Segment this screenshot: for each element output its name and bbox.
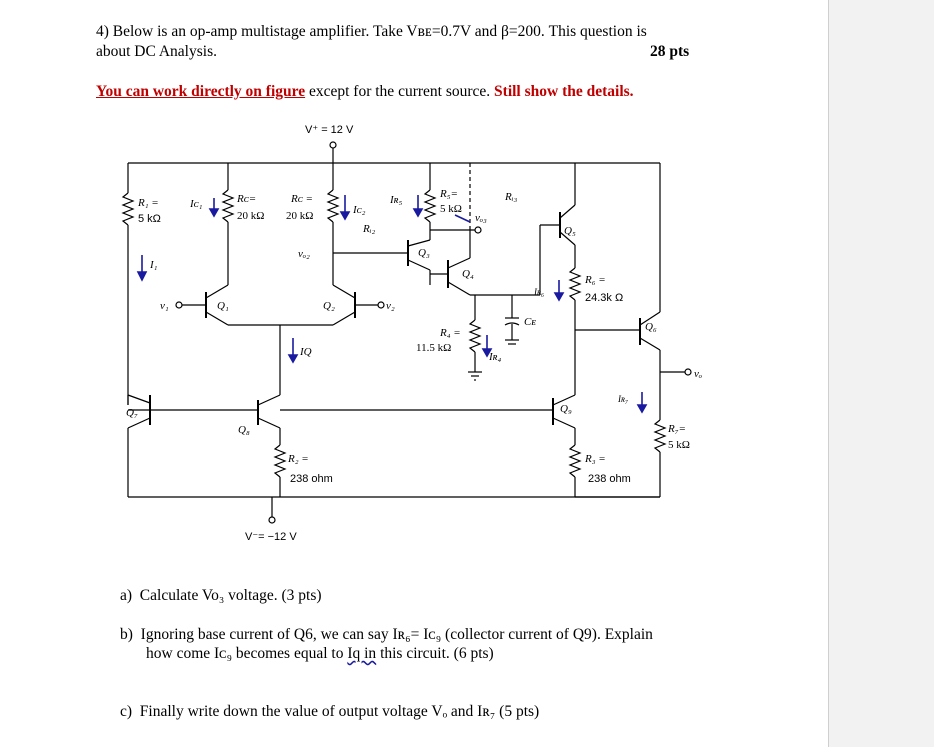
r5-label: R₅= <box>439 188 458 200</box>
rc-left-value: 20 kΩ <box>237 210 264 222</box>
i1-label: I₁ <box>149 259 158 271</box>
instruction-emphasis: Still show the details. <box>494 83 634 100</box>
q7-label: Q₇ <box>126 407 138 419</box>
rc-left-label: Rᴄ= <box>236 193 256 205</box>
ri3-label: Rᵢ₃ <box>504 191 517 203</box>
right-gutter <box>828 0 934 747</box>
part-b-line2-start: how come Iᴄ₉ becomes equal to <box>146 645 348 662</box>
part-b-line1: b) Ignoring base current of Q6, we can s… <box>120 626 653 643</box>
ic1-label: Iᴄ₁ <box>189 198 203 210</box>
q6-label: Q₆ <box>645 321 657 333</box>
r2-label: R₂ = <box>287 453 309 465</box>
ir6-label: Iʀ₆ <box>533 287 544 297</box>
instruction-highlight: You can work directly on figure <box>96 83 306 100</box>
part-b-line2-end: this circuit. (6 pts) <box>376 645 494 662</box>
r2-value: 238 ohm <box>290 473 333 485</box>
r3-value: 238 ohm <box>588 473 631 485</box>
vo2-label: vₒ₂ <box>298 248 310 260</box>
iq-label: IQ <box>299 346 312 358</box>
ic2-label: Iᴄ₂ <box>352 204 366 216</box>
document-page <box>0 0 828 747</box>
r5-value: 5 kΩ <box>440 203 462 215</box>
part-b-iq-in: Iq in <box>347 645 377 662</box>
ce-label: Cᴇ <box>524 316 536 328</box>
part-c: c) Finally write down the value of outpu… <box>120 703 540 720</box>
ir5-label: Iʀ₅ <box>389 194 403 206</box>
instruction-middle: except for the current source. <box>305 83 495 100</box>
q3-label: Q₃ <box>418 247 430 259</box>
q5-label: Q₅ <box>564 225 576 237</box>
ir7-label: Iʀ₇ <box>617 394 628 404</box>
rc-right-value: 20 kΩ <box>286 210 313 222</box>
vo3-label: vₒ₃ <box>475 212 487 224</box>
rc-right-label: Rᴄ = <box>290 193 313 205</box>
points-label: 28 pts <box>650 43 690 60</box>
vplus-label: V⁺ = 12 V <box>305 124 354 136</box>
q1-label: Q₁ <box>217 300 229 312</box>
part-a: a) Calculate Vo₃ voltage. (3 pts) <box>120 587 322 604</box>
v2-label: v₂ <box>386 300 395 312</box>
r7-label: R₇= <box>667 423 686 435</box>
instruction-line: You can work directly on figure except f… <box>96 83 634 101</box>
ri2-label: Rᵢ₂ <box>362 223 375 235</box>
question-title-line2: about DC Analysis. <box>96 43 217 60</box>
r6-value: 24.3k Ω <box>585 292 623 304</box>
v1-label: v₁ <box>160 300 169 312</box>
ir4-label: Iʀ₄ <box>488 351 502 363</box>
part-b-line2: how come Iᴄ₉ becomes equal to Iq in this… <box>146 645 494 663</box>
q9-label: Q₉ <box>560 403 572 415</box>
q8-label: Q₈ <box>238 424 250 436</box>
q4-label: Q₄ <box>462 268 474 280</box>
vo-label: vₒ <box>694 368 702 380</box>
question-title-line1: 4) Below is an op-amp multistage amplifi… <box>96 23 647 40</box>
r1-label: R₁ = <box>137 197 159 209</box>
vminus-label: V⁻= −12 V <box>245 531 297 543</box>
circuit-diagram: V⁺ = 12 V V⁻= −12 V R₁ = 5 kΩ Iᴄ₁ Rᴄ= 20… <box>121 124 702 543</box>
r6-label: R₆ = <box>584 274 606 286</box>
r4-value: 11.5 kΩ <box>416 342 451 354</box>
q2-label: Q₂ <box>323 300 335 312</box>
r7-value: 5 kΩ <box>668 439 690 451</box>
r3-label: R₃ = <box>584 453 606 465</box>
r4-label: R₄ = <box>439 327 461 339</box>
r1-value: 5 kΩ <box>138 213 161 225</box>
